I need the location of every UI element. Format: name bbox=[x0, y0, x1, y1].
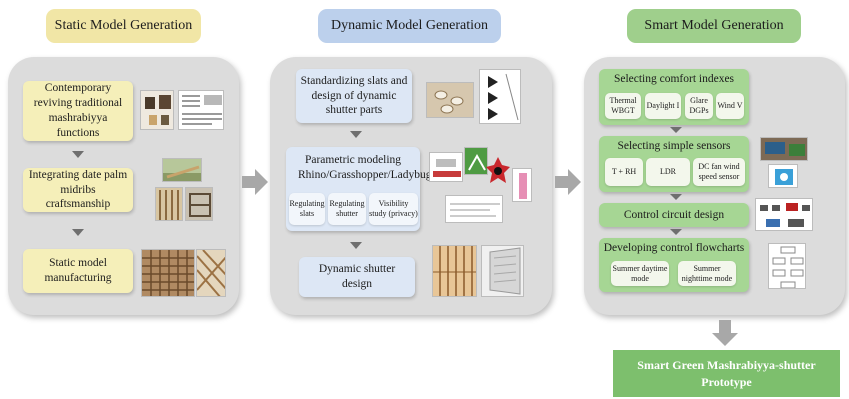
arrow-down-icon bbox=[350, 131, 362, 138]
photo-thumbnail bbox=[432, 245, 477, 297]
header-smart: Smart Model Generation bbox=[627, 9, 801, 43]
sensor-item-ldr: LDR bbox=[646, 158, 690, 186]
document-thumbnail bbox=[178, 90, 224, 130]
arrow-right-icon bbox=[242, 169, 268, 195]
header-dynamic: Dynamic Model Generation bbox=[318, 9, 501, 43]
final-prototype-box: Smart Green Mashrabiyya-shutter Prototyp… bbox=[613, 350, 840, 397]
comfort-item-wind: Wind V bbox=[716, 93, 744, 119]
photo-thumbnail bbox=[512, 168, 532, 202]
photo-thumbnail bbox=[479, 69, 521, 124]
diagram-thumbnail bbox=[445, 195, 503, 223]
arrow-down-icon bbox=[72, 229, 84, 236]
photo-thumbnail bbox=[768, 164, 798, 188]
subitem-regulating-shutter: Regulating shutter bbox=[328, 193, 366, 225]
photo-thumbnail bbox=[760, 137, 808, 161]
arrow-right-icon bbox=[555, 169, 581, 195]
static-step-3: Static model manufacturing bbox=[23, 249, 133, 293]
circuit-thumbnail bbox=[755, 198, 813, 231]
photo-thumbnail bbox=[155, 187, 183, 221]
arrow-down-icon bbox=[350, 242, 362, 249]
arrow-down-icon bbox=[670, 229, 682, 235]
flowchart-item-night: Summer nighttime mode bbox=[678, 261, 736, 286]
arrow-down-icon bbox=[670, 194, 682, 200]
dynamic-step-1: Standardizing slats and design of dynami… bbox=[296, 69, 412, 123]
sensor-item-trh: T + RH bbox=[605, 158, 643, 186]
photo-thumbnail bbox=[426, 82, 474, 118]
smart-flowcharts-title: Developing control flowcharts bbox=[603, 242, 745, 254]
photo-thumbnail bbox=[196, 249, 226, 297]
arrow-down-icon bbox=[72, 151, 84, 158]
software-logo-thumbnail bbox=[429, 152, 463, 182]
subitem-regulating-slats: Regulating slats bbox=[289, 193, 325, 225]
grasshopper-logo-thumbnail bbox=[464, 147, 488, 175]
render-thumbnail bbox=[481, 245, 524, 297]
smart-control-box: Control circuit design bbox=[599, 203, 749, 227]
arrow-down-icon bbox=[670, 127, 682, 133]
smart-comfort-title: Selecting comfort indexes bbox=[613, 73, 735, 85]
arrow-down-icon bbox=[712, 320, 738, 346]
smart-sensors-title: Selecting simple sensors bbox=[617, 140, 731, 152]
flowchart-thumbnail bbox=[768, 243, 806, 289]
comfort-item-thermal: Thermal WBGT bbox=[605, 93, 641, 119]
static-step-1: Contemporary reviving traditional mashra… bbox=[23, 81, 133, 141]
subitem-visibility-study: Visibility study (privacy) bbox=[369, 193, 418, 225]
photo-thumbnail bbox=[141, 249, 195, 297]
comfort-item-glare: Glare DGPs bbox=[685, 93, 713, 119]
photo-thumbnail bbox=[140, 90, 174, 130]
ladybug-logo-icon bbox=[486, 157, 510, 185]
sensor-item-fan: DC fan wind speed sensor bbox=[693, 158, 745, 186]
photo-thumbnail bbox=[185, 187, 213, 221]
dynamic-step-3: Dynamic shutter design bbox=[299, 257, 415, 297]
dynamic-step-2-label: Parametric modeling Rhino/Grasshopper/La… bbox=[298, 154, 432, 181]
flowchart-item-day: Summer daytime mode bbox=[611, 261, 669, 286]
header-static: Static Model Generation bbox=[46, 9, 201, 43]
comfort-item-daylight: Daylight I bbox=[645, 93, 681, 119]
static-step-2: Integrating date palm midribs craftsmans… bbox=[23, 168, 133, 212]
photo-thumbnail bbox=[162, 158, 202, 182]
